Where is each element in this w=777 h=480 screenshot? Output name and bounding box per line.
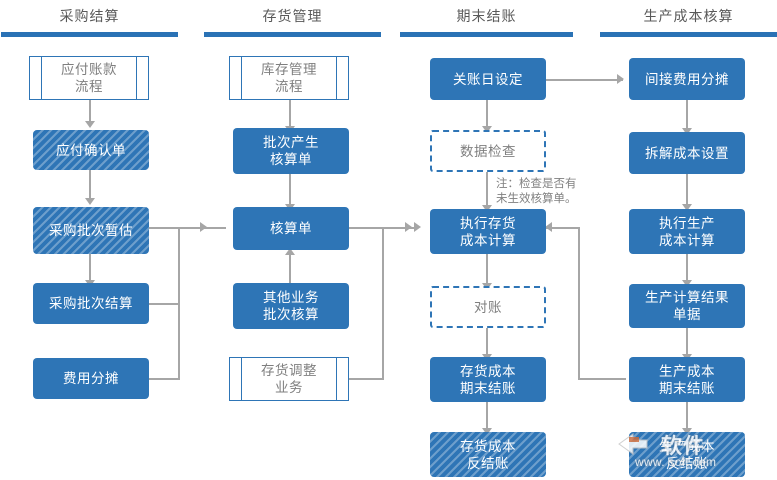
arrowhead-c4-n3-to-n4 [682,280,692,287]
connector-c4-n1-to-n2 [686,100,688,130]
connector-c3-n2-to-n3 [486,172,488,210]
arrowhead-c1-n2-to-n3 [85,198,95,205]
column-rule-4 [600,32,777,37]
connector-c3-n4-to-n5 [486,328,488,356]
node-purchase-batch-estimate[interactable]: 采购批次暂估 [33,207,149,254]
connector-c2-n4-to-n3 [289,250,291,284]
node-closing-date-setting[interactable]: 关账日设定 [430,58,546,100]
connector-c4-bus-to-c3 [545,227,580,229]
node-run-inventory-cost-calculation[interactable]: 执行存货 成本计算 [430,209,546,254]
connector-c4-n2-to-n3 [686,174,688,206]
arrowhead-c3-n2-to-n3 [482,205,492,212]
arrowhead-c2-to-c3-b [414,222,421,232]
connector-c1-n1-to-n2 [89,100,91,123]
node-accounting-doc[interactable]: 核算单 [233,207,349,250]
connector-c3-n1-to-c4-n1 [545,79,623,81]
arrowhead-c4-to-c3 [545,222,552,232]
node-production-calculation-result-doc[interactable]: 生产计算结果 单据 [629,284,745,328]
arrowhead-c2-n4-to-n3 [285,248,295,255]
column-rule-1 [1,32,178,37]
connector-c1-n2-to-n3 [89,170,91,200]
arrowhead-c4-n5-to-n6 [682,428,692,435]
node-run-production-cost-calculation[interactable]: 执行生产 成本计算 [629,209,745,254]
connector-c4-n5-to-n6 [686,402,688,430]
node-inventory-cost-period-end-closing[interactable]: 存货成本 期末结账 [430,357,546,402]
connector-c3-n1-to-n2 [486,100,488,128]
data-check-note: 注：检查是否有 未生效核算单。 [496,178,577,205]
connector-c1-bus-to-c2 [178,227,202,229]
arrowhead-c2-to-c3-a [405,222,412,232]
connector-c2-n1-to-n2 [289,100,291,128]
node-inventory-cost-reverse-closing[interactable]: 存货成本 反结账 [430,432,546,477]
connector-c4-n4-to-n5 [686,328,688,356]
node-payable-confirmation-form[interactable]: 应付确认单 [33,130,149,170]
node-inventory-adjustment-business[interactable]: 存货调整 业务 [229,357,349,401]
connector-c2-bus-to-c3 [382,227,418,229]
arrowhead-c1-n1-to-n2 [85,121,95,128]
arrowhead-c3-n1-to-n2 [482,126,492,133]
column-title-inventory-management: 存货管理 [262,8,323,24]
connector-c1-n3-stub [148,227,180,229]
node-accounts-payable-process[interactable]: 应付账款 流程 [29,56,149,100]
connector-c1-n5-stub [148,378,180,380]
connector-c2-bus [382,227,384,380]
node-disassembly-cost-setting[interactable]: 拆解成本设置 [629,132,745,174]
connector-c4-bus [578,227,580,380]
connector-c1-n4-stub [148,303,180,305]
node-batch-generates-accounting-doc[interactable]: 批次产生 核算单 [233,128,349,174]
node-other-business-batch-accounting[interactable]: 其他业务 批次核算 [233,283,349,329]
node-purchase-batch-settlement[interactable]: 采购批次结算 [33,283,149,324]
column-title-procurement-settlement: 采购结算 [59,8,120,24]
connector-c3-n5-to-n6 [486,402,488,430]
column-title-production-cost-accounting: 生产成本核算 [643,8,734,24]
connector-c4-n5-stub [578,378,626,380]
node-inventory-management-process[interactable]: 库存管理 流程 [229,56,349,100]
node-expense-allocation[interactable]: 费用分摊 [33,358,149,399]
column-title-period-end-closing: 期末结账 [456,8,517,24]
connector-c2-n3-stub [348,227,384,229]
column-rule-2 [204,32,381,37]
connector-c3-n3-to-n4 [486,254,488,286]
connector-c4-n3-to-n4 [686,254,688,282]
arrowhead-c4-n1-to-n2 [682,128,692,135]
connector-bus-into-c2-n3 [202,227,226,229]
arrowhead-c3-to-c4 [617,74,624,84]
connector-c2-n2-to-n3 [289,174,291,206]
connector-c1-n3-to-n4 [89,254,91,282]
node-indirect-expense-allocation[interactable]: 间接费用分摊 [629,58,745,100]
node-reconciliation[interactable]: 对账 [430,286,546,328]
arrowhead-c3-n5-to-n6 [482,428,492,435]
connector-c2-n5-stub [348,378,384,380]
connector-c1-bus [178,227,180,380]
node-production-cost-reverse-closing[interactable]: 生产成本 反结账 [629,432,745,477]
column-rule-3 [400,32,573,37]
node-production-cost-period-end-closing[interactable]: 生产成本 期末结账 [629,357,745,402]
node-data-check[interactable]: 数据检查 [430,130,546,172]
arrowhead-c4-n2-to-n3 [682,204,692,211]
